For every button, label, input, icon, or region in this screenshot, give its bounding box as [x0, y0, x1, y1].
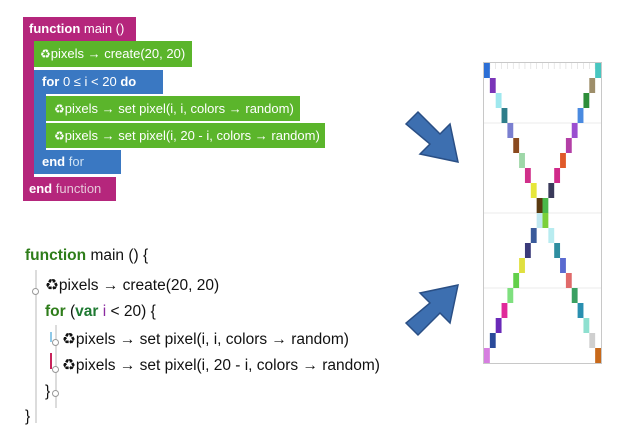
code-line-function[interactable]: function main () {	[25, 247, 148, 265]
text-editor: function main () { ♻pixels → create(20, …	[0, 240, 440, 435]
close-fn-brace: }	[25, 408, 31, 425]
function-block-footer[interactable]: end function	[23, 177, 116, 201]
pixel-antidiag	[571, 123, 578, 138]
pixel-antidiag	[554, 168, 561, 183]
create-pixels-block[interactable]: ♻pixels → create(20, 20)	[34, 41, 192, 67]
for-keyword: for	[45, 303, 66, 320]
pixel-diag	[577, 303, 584, 318]
function-signature: main () {	[90, 247, 149, 264]
code-line-for[interactable]: for (var i < 20) {	[45, 303, 156, 321]
for-paren: (	[69, 303, 76, 320]
pixel-diag	[548, 228, 555, 243]
do-keyword: do	[120, 74, 137, 89]
function-keyword: function	[25, 247, 87, 264]
pixel-diag	[536, 198, 543, 213]
end-for-keyword: end	[42, 154, 66, 169]
code-line-close-for[interactable]: }	[45, 383, 50, 401]
pixel-diag	[595, 348, 601, 363]
code-line-set-2[interactable]: ♻pixels → set pixel(i, 20 - i, colors → …	[62, 356, 380, 375]
pixel-diag	[560, 258, 566, 273]
function-keyword: function	[29, 21, 81, 36]
recycle-icon: ♻	[54, 102, 65, 116]
pixel-diag	[519, 153, 525, 168]
end-for-label: for	[68, 154, 84, 169]
for-condition: 0 ≤ i < 20	[62, 74, 117, 89]
clock-icon	[52, 339, 59, 346]
set-stmt-2: pixels → set pixel(i, 20 - i, colors → r…	[75, 357, 380, 374]
pixel-antidiag	[560, 153, 566, 168]
create-stmt: pixels → create(20, 20)	[58, 277, 220, 294]
pixel-antidiag	[548, 183, 555, 198]
block-editor: function main () end function ♻pixels → …	[23, 17, 325, 202]
var-keyword: var	[75, 303, 99, 320]
code-line-close-fn[interactable]: }	[25, 408, 30, 426]
gutter-stmt-marker-2	[50, 353, 52, 369]
arrow-right-up-icon	[404, 284, 459, 337]
pixel-diag	[565, 273, 572, 288]
function-name: main ()	[83, 21, 125, 36]
pixel-diag	[583, 318, 590, 333]
pixel-antidiag	[565, 138, 572, 153]
pixel-diag	[554, 243, 561, 258]
recycle-icon: ♻	[45, 277, 59, 294]
pixel-diag	[495, 93, 502, 108]
clock-icon	[52, 366, 59, 373]
pixel-antidiag	[524, 243, 531, 258]
gutter-stmt-marker-1	[50, 332, 52, 342]
pixel-antidiag	[542, 198, 549, 213]
set-pixel-block-2[interactable]: ♻pixels → set pixel(i, 20 - i, colors → …	[46, 123, 325, 148]
set-stmt-1-text: pixels → set pixel(i, i, colors → random…	[64, 101, 294, 116]
pixel-antidiag	[589, 78, 596, 93]
pixel-antidiag	[501, 303, 508, 318]
create-stmt-text: pixels → create(20, 20)	[50, 46, 186, 61]
recycle-icon: ♻	[40, 47, 51, 61]
end-function-label: function	[55, 181, 102, 196]
set-stmt-2-text: pixels → set pixel(i, 20 - i, colors → r…	[64, 128, 320, 143]
pixel-grid-svg	[484, 63, 601, 363]
pixel-antidiag	[536, 213, 543, 228]
pixel-antidiag	[530, 228, 537, 243]
pixel-diag	[501, 108, 508, 123]
pixel-diag	[524, 168, 531, 183]
close-for-brace: }	[45, 383, 51, 400]
pixel-diag	[507, 123, 514, 138]
clock-icon	[32, 288, 39, 295]
pixel-diag	[484, 63, 490, 78]
code-line-set-1[interactable]: ♻pixels → set pixel(i, i, colors → rando…	[62, 330, 349, 349]
for-block-body	[34, 94, 46, 152]
pixel-antidiag	[595, 63, 601, 78]
pixel-diag	[542, 213, 549, 228]
recycle-icon: ♻	[62, 331, 76, 348]
pixel-diag	[489, 78, 496, 93]
loop-variable: i	[102, 303, 107, 320]
code-line-create[interactable]: ♻pixels → create(20, 20)	[45, 276, 219, 295]
for-condition: < 20) {	[110, 303, 156, 320]
end-keyword: end	[29, 181, 53, 196]
gutter-fn-line	[35, 270, 37, 423]
pixel-antidiag	[495, 318, 502, 333]
pixel-antidiag	[577, 108, 584, 123]
function-block-header[interactable]: function main ()	[23, 17, 136, 41]
for-block-footer[interactable]: end for	[34, 150, 121, 174]
pixel-antidiag	[519, 258, 525, 273]
clock-icon	[52, 390, 59, 397]
arrow-right-down-icon	[404, 110, 459, 163]
pixel-diag	[530, 183, 537, 198]
pixel-antidiag	[507, 288, 514, 303]
pixel-canvas[interactable]	[483, 62, 602, 364]
pixel-diag	[571, 288, 578, 303]
pixel-antidiag	[513, 273, 520, 288]
for-keyword: for	[42, 74, 60, 89]
pixel-antidiag	[489, 333, 496, 348]
pixel-antidiag	[484, 348, 490, 363]
set-stmt-1: pixels → set pixel(i, i, colors → random…	[75, 331, 349, 348]
function-block-body	[23, 41, 34, 178]
pixel-diag	[513, 138, 520, 153]
recycle-icon: ♻	[62, 357, 76, 374]
pixel-diag	[589, 333, 596, 348]
recycle-icon: ♻	[54, 129, 65, 143]
pixel-antidiag	[583, 93, 590, 108]
for-block-header[interactable]: for 0 ≤ i < 20 do	[34, 70, 163, 94]
set-pixel-block-1[interactable]: ♻pixels → set pixel(i, i, colors → rando…	[46, 96, 300, 121]
